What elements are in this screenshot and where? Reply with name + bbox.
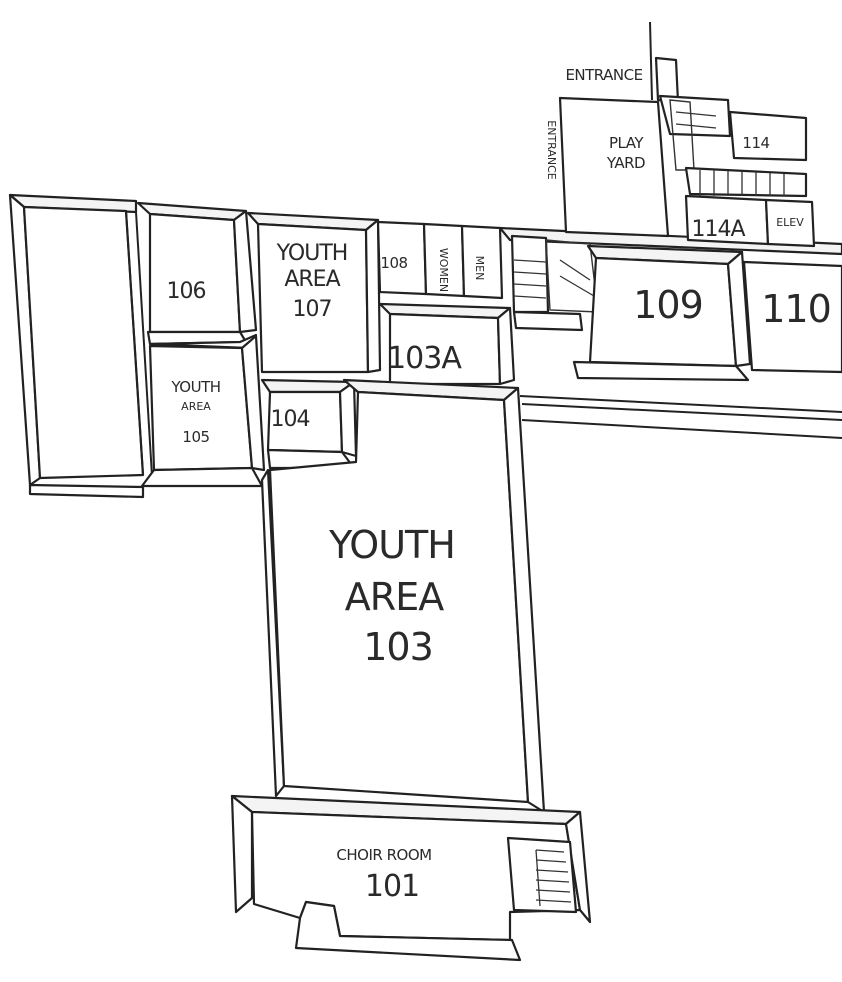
room-114a[interactable]: 114A [684, 194, 770, 246]
west-wing-block [8, 193, 153, 499]
play-yard-label-line2: YARD [606, 154, 645, 172]
restroom-women[interactable]: WOMEN [422, 222, 466, 298]
restroom-men[interactable]: MEN [460, 224, 504, 300]
room-101-label-name: CHOIR ROOM [336, 846, 431, 864]
east-corridor [498, 226, 842, 439]
choir-stairwell [506, 836, 578, 914]
restroom-men-label: MEN [473, 256, 486, 281]
room-110-label: 110 [761, 287, 831, 331]
room-114a-label: 114A [691, 217, 745, 242]
room-103-label-line1: YOUTH [328, 523, 455, 567]
room-106-label: 106 [167, 279, 206, 304]
north-entrance-label: ENTRANCE [565, 66, 642, 84]
room-108[interactable]: 108 [376, 220, 428, 296]
elevator-label: ELEV [776, 216, 804, 229]
side-entrance-label: ENTRANCE [545, 120, 558, 180]
room-109[interactable]: 109 [572, 244, 752, 382]
room-107[interactable]: YOUTH AREA 107 [246, 211, 382, 374]
room-107-label-num: 107 [293, 297, 332, 322]
room-107-label-line1: YOUTH [276, 241, 348, 266]
room-114-label: 114 [742, 134, 769, 152]
room-103-label-num: 103 [363, 625, 433, 669]
room-104-label: 104 [271, 407, 310, 432]
elevator[interactable]: ELEV [764, 198, 816, 248]
room-104[interactable]: 104 [260, 378, 358, 470]
room-107-label-line2: AREA [284, 267, 340, 292]
room-103-label-line2: AREA [345, 575, 444, 619]
room-101[interactable]: CHOIR ROOM 101 [230, 794, 592, 962]
room-108-label: 108 [380, 254, 407, 272]
entrance-stairwell [510, 234, 599, 332]
room-105-label-line1: YOUTH [170, 378, 220, 396]
room-105[interactable]: YOUTH AREA 105 [140, 333, 266, 488]
side-entrance[interactable]: ENTRANCE [545, 120, 558, 180]
room-114[interactable]: 114 [728, 110, 808, 162]
room-101-label-num: 101 [365, 869, 419, 904]
play-yard-label-line1: PLAY [609, 134, 644, 152]
room-105-label-line2: AREA [181, 400, 211, 413]
upper-stair-complex [658, 94, 808, 198]
room-103a[interactable]: 103A [378, 302, 516, 386]
room-109-label: 109 [633, 283, 703, 327]
restroom-women-label: WOMEN [437, 248, 450, 292]
north-entrance[interactable]: ENTRANCE [565, 21, 680, 104]
room-110[interactable]: 110 [742, 260, 842, 374]
room-105-label-num: 105 [182, 428, 209, 446]
play-yard[interactable]: PLAY YARD [558, 96, 670, 238]
room-103[interactable]: YOUTH AREA 103 [260, 378, 546, 814]
room-103a-label: 103A [387, 341, 462, 376]
room-106[interactable]: 106 [136, 201, 258, 346]
